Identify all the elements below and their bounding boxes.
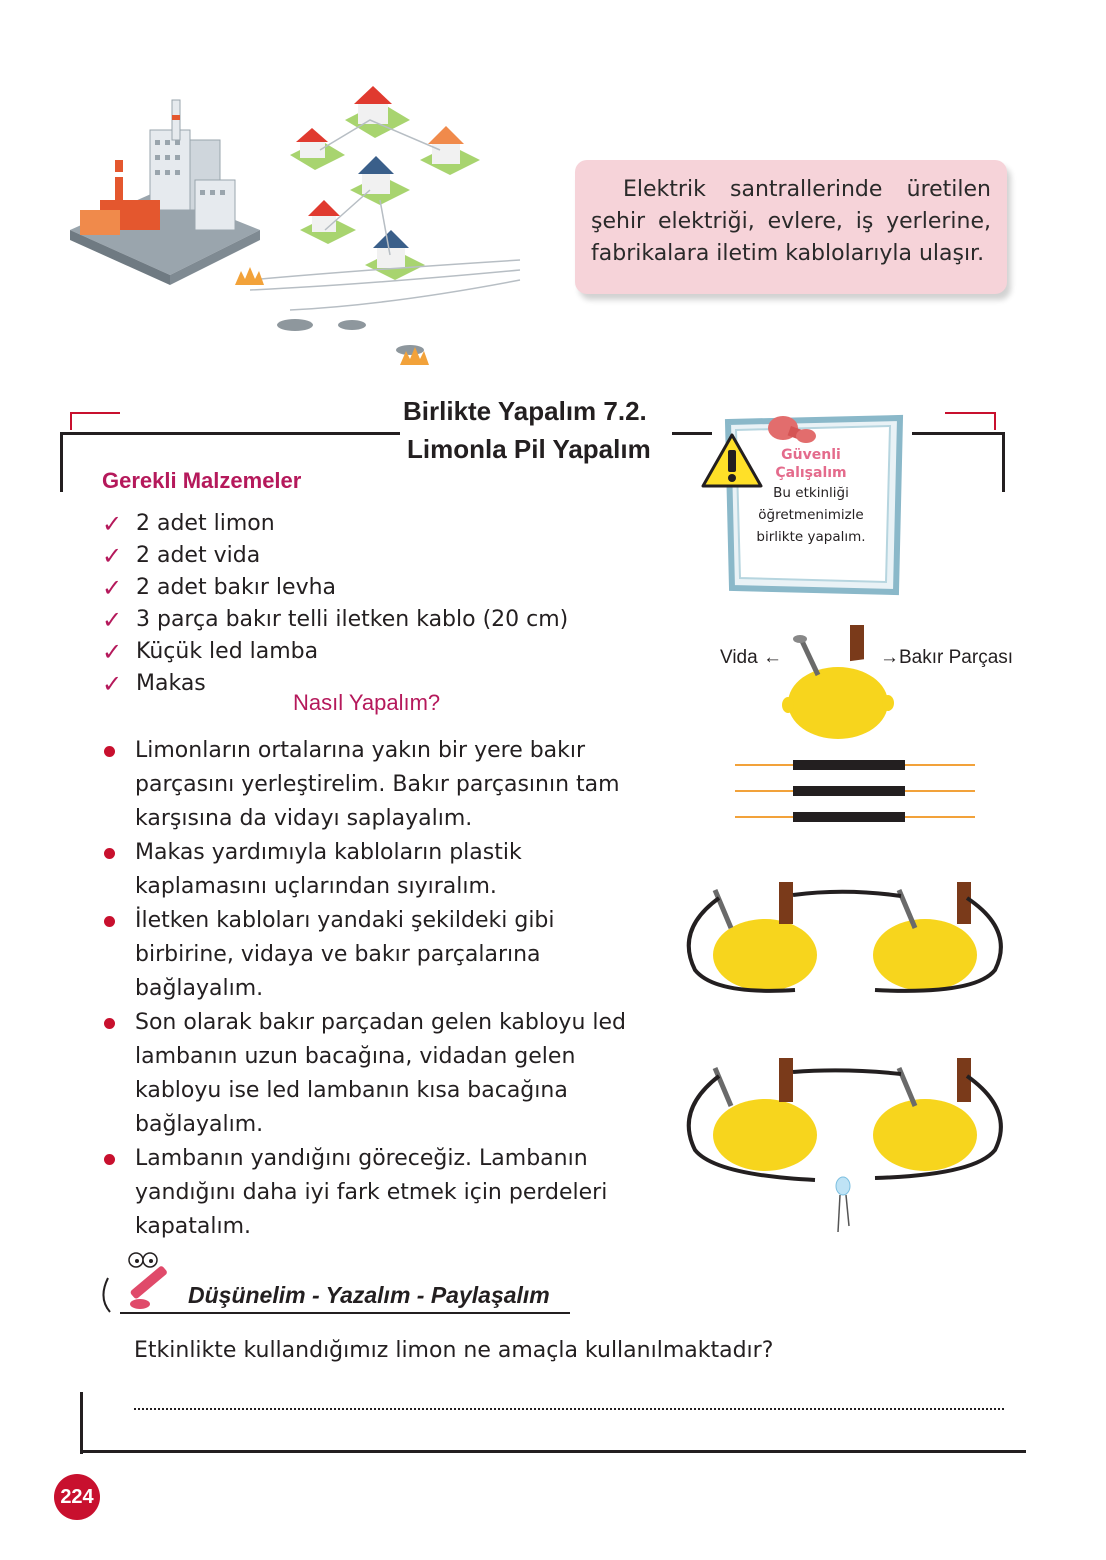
thinking-pencil-icon [102,1252,167,1313]
how-to-heading: Nasıl Yapalım? [293,690,441,715]
info-box: Elektrik santrallerinde üretilen şehir e… [575,160,1007,294]
question-text: Etkinlikte kullandığımız limon ne amaçla… [134,1338,774,1363]
list-item: Son olarak bakır parçadan gelen kabloyu … [102,1006,642,1142]
safety-line-3: birlikte yapalım. [756,529,866,545]
wires-figure [735,760,975,822]
check-icon: ✓ [102,606,123,634]
frame-accent-left [70,412,120,414]
list-item: ✓2 adet vida [102,542,261,570]
steps-list: Limonların ortalarına yakın bir yere bak… [102,734,642,1244]
bullet-icon [104,1154,115,1165]
bottom-frame-line [80,1450,1026,1453]
answer-line[interactable] [134,1408,1004,1410]
frame-accent-right [945,412,995,414]
bullet-icon [104,848,115,859]
single-lemon-figure [782,625,894,739]
warning-icon [701,433,763,488]
safety-title-2: Çalışalım [775,465,847,481]
frame-line-right [912,432,1004,435]
list-item: ✓3 parça bakır telli iletken kablo (20 c… [102,606,569,634]
list-item: ✓2 adet bakır levha [102,574,337,602]
bullet-icon [104,1018,115,1029]
check-icon: ✓ [102,638,123,666]
info-text: Elektrik santrallerinde üretilen şehir e… [591,177,991,266]
frame-accent-right-vert [994,412,996,430]
activity-title: Birlikte Yapalım 7.2. [403,396,647,426]
activity-subtitle: Limonla Pil Yapalım [407,434,651,464]
list-item: ✓2 adet limon [102,510,275,538]
frame-line-left-vert [60,432,63,492]
page-number: 224 [54,1474,100,1520]
frame-line-right-vert [1002,432,1005,492]
check-icon: ✓ [102,510,123,538]
check-icon: ✓ [102,670,123,698]
check-icon: ✓ [102,542,123,570]
bottom-frame-vert [80,1392,83,1454]
screw-label: Vida ← [720,647,782,668]
frame-line-left [60,432,400,435]
list-item: Makas yardımıyla kabloların plastik kapl… [102,836,642,904]
list-item: İletken kabloları yandaki şekildeki gibi… [102,904,642,1006]
safety-note: Güvenli Çalışalım Bu etkinliği öğretmeni… [701,410,908,600]
safety-line-1: Bu etkinliği [773,485,849,501]
think-title-underline [120,1312,570,1314]
safety-line-2: öğretmenimizle [758,507,864,523]
list-item: ✓Makas [102,670,206,698]
power-grid-illustration [70,86,521,365]
list-item: Lambanın yandığını göreceğiz. Lambanın y… [102,1142,642,1244]
copper-label: →Bakır Parçası [880,647,1014,668]
think-section-title: Düşünelim - Yazalım - Paylaşalım [188,1282,550,1308]
list-item: ✓Küçük led lamba [102,638,319,666]
bullet-icon [104,746,115,757]
frame-line-mid [672,432,712,435]
bullet-icon [104,916,115,927]
list-item: Limonların ortalarına yakın bir yere bak… [102,734,642,836]
lemon-battery-figure [686,882,1003,993]
check-icon: ✓ [102,574,123,602]
frame-accent-left-vert [70,412,72,430]
led-circuit-figure [686,1058,1003,1233]
safety-title-1: Güvenli [781,447,841,463]
safety-note-frame [724,414,904,596]
materials-heading: Gerekli Malzemeler [102,468,302,493]
materials-list: ✓2 adet limon ✓2 adet vida ✓2 adet bakır… [102,508,568,700]
